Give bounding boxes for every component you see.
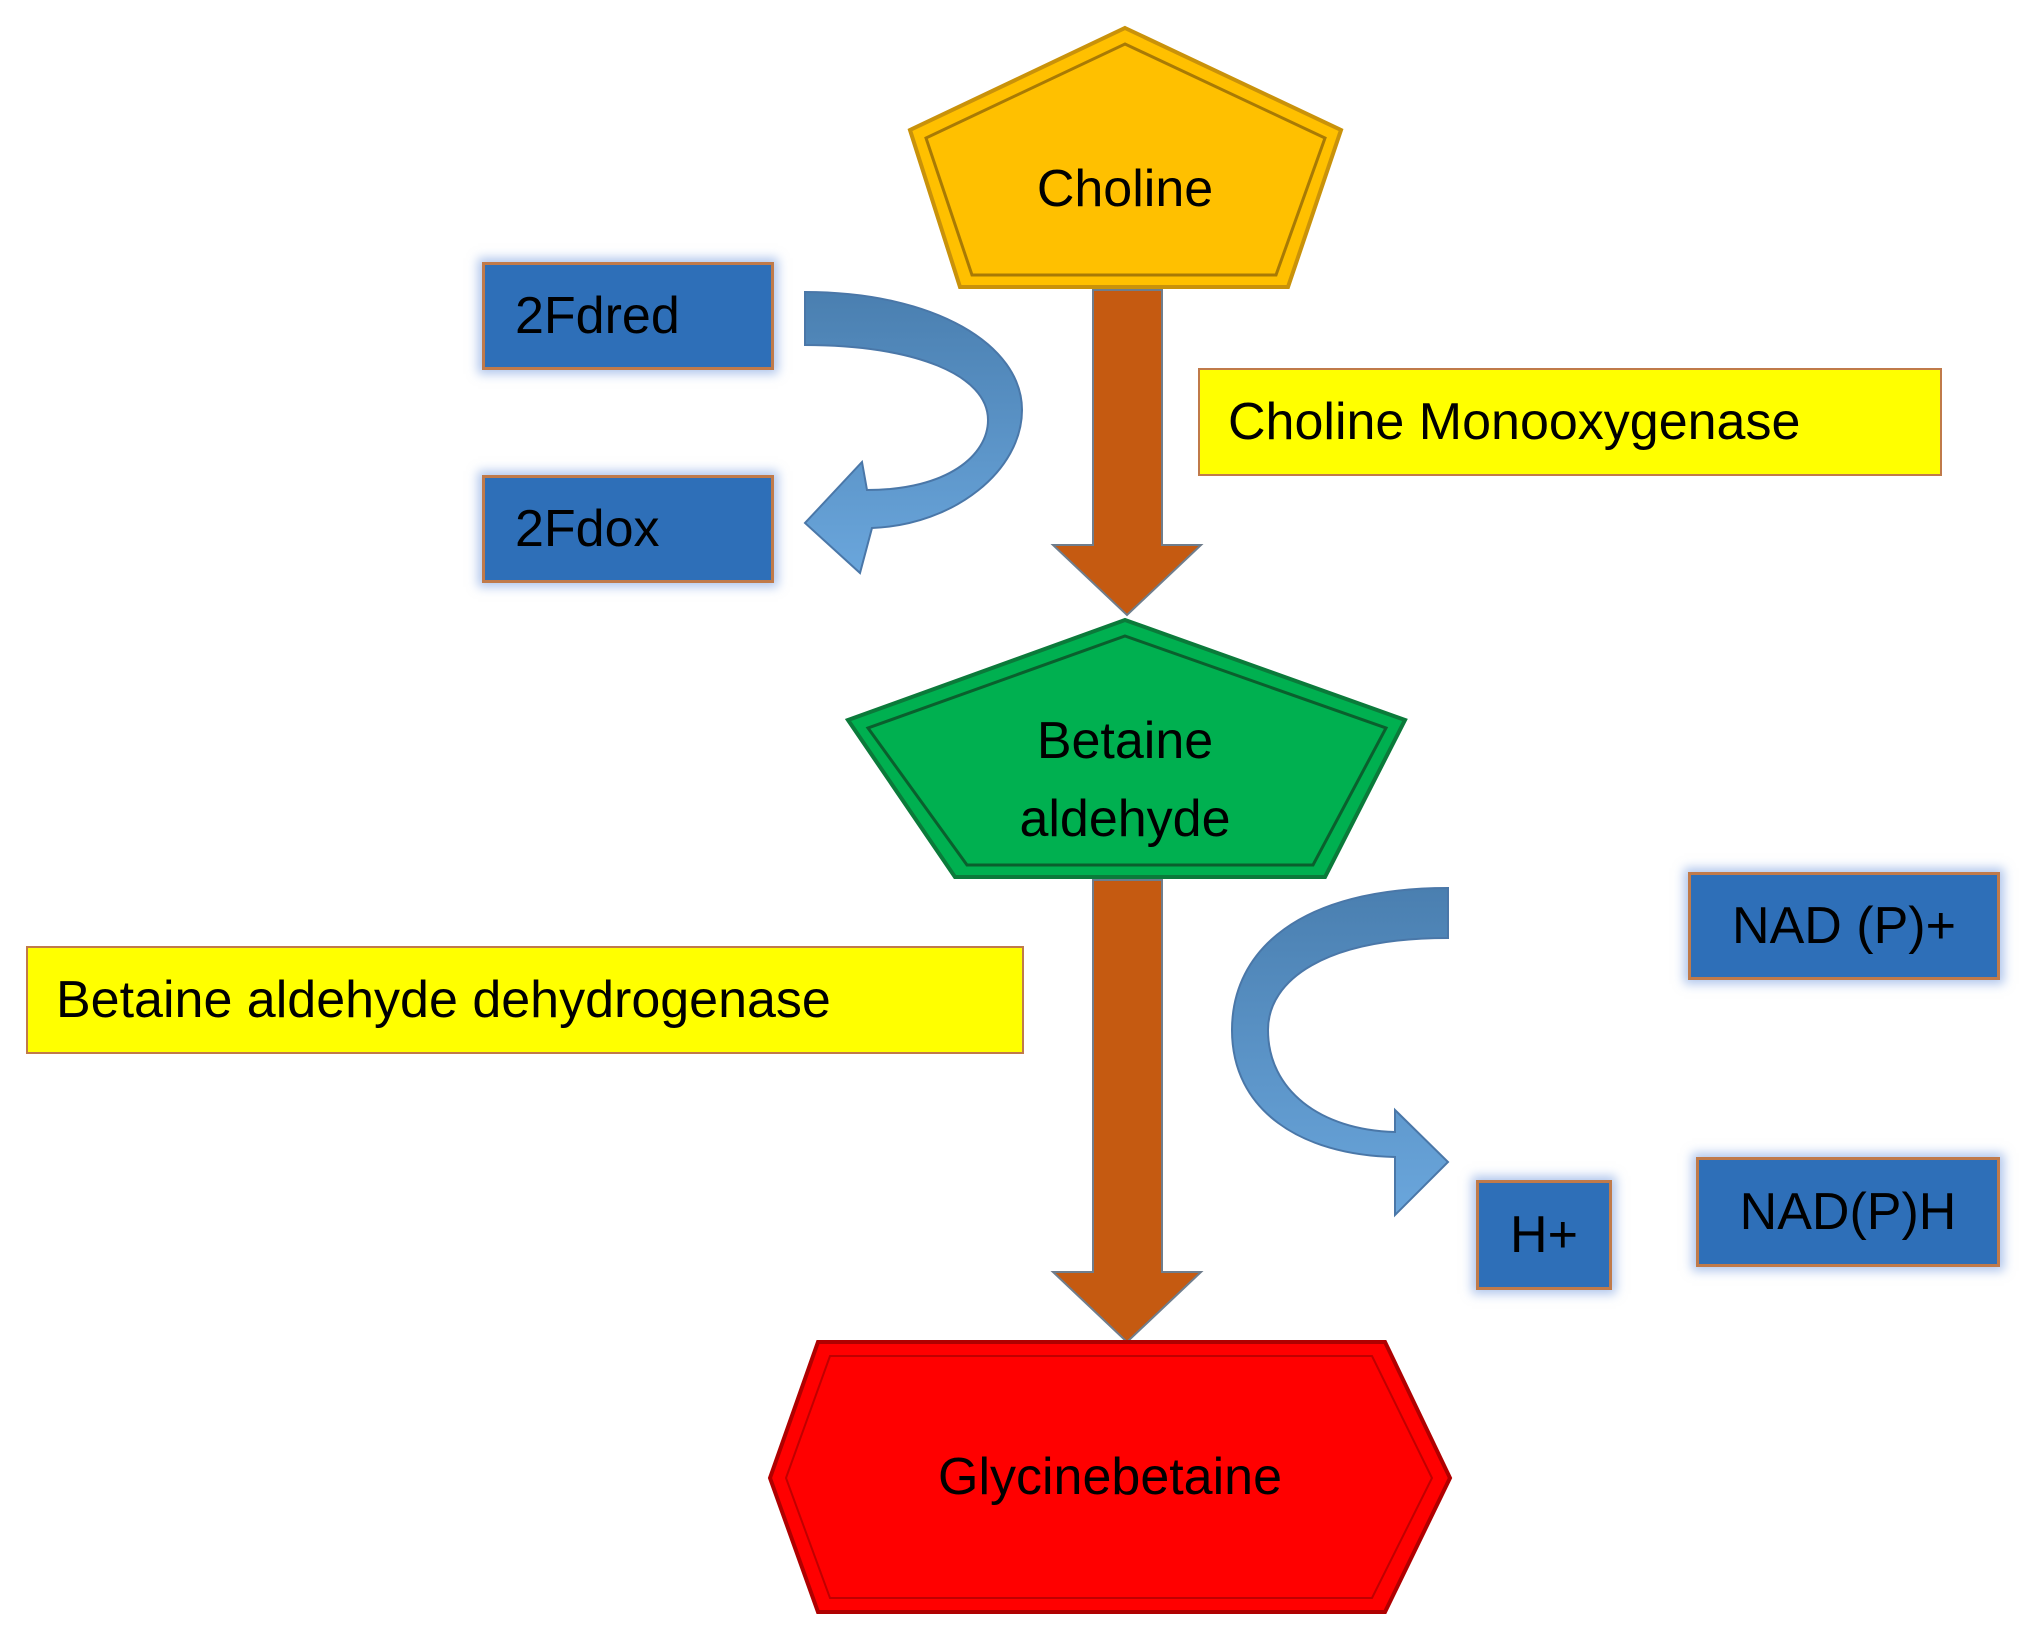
betaine-aldehyde-dehydrogenase-box: Betaine aldehyde dehydrogenase <box>26 946 1024 1054</box>
fdred-label: 2Fdred <box>515 287 680 345</box>
choline-node <box>907 25 1344 289</box>
nadph-label: NAD(P)H <box>1739 1183 1957 1241</box>
betaine-aldehyde-label-line1: Betaine <box>1036 712 1214 770</box>
glycinebetaine-shape <box>767 1340 1453 1614</box>
h-plus-box: H+ <box>1476 1180 1612 1290</box>
fdox-box: 2Fdox <box>482 475 774 583</box>
choline-monooxygenase-label: Choline Monooxygenase <box>1228 393 1801 451</box>
main-arrow-choline-to-betaine-aldehyde <box>1050 289 1204 617</box>
betaine-aldehyde-label: Betaine aldehyde <box>955 702 1295 858</box>
nadph-box: NAD(P)H <box>1696 1157 2000 1267</box>
h-plus-label: H+ <box>1510 1206 1578 1264</box>
nadp-plus-box: NAD (P)+ <box>1688 872 2000 980</box>
betaine-aldehyde-dehydrogenase-label: Betaine aldehyde dehydrogenase <box>56 971 831 1029</box>
choline-inner-border <box>924 42 1327 277</box>
betaine-aldehyde-inner-border <box>865 634 1389 867</box>
choline-label: Choline <box>1036 160 1214 218</box>
nadp-plus-label: NAD (P)+ <box>1732 897 1956 955</box>
glycinebetaine-node <box>767 1340 1453 1614</box>
choline-shape <box>907 25 1344 289</box>
betaine-aldehyde-label-line2: aldehyde <box>1019 790 1231 848</box>
glycinebetaine-inner-border <box>784 1355 1434 1599</box>
choline-monooxygenase-box: Choline Monooxygenase <box>1198 368 1942 476</box>
fdox-label: 2Fdox <box>515 500 660 558</box>
fdred-box: 2Fdred <box>482 262 774 370</box>
side-arrow-nadp-to-nadph <box>1230 886 1450 1218</box>
betaine-aldehyde-node <box>844 617 1408 879</box>
main-arrow-betaine-aldehyde-to-glycinebetaine <box>1050 879 1204 1344</box>
side-arrow-fdred-to-fdox <box>803 290 1024 575</box>
glycinebetaine-label: Glycinebetaine <box>938 1448 1282 1506</box>
